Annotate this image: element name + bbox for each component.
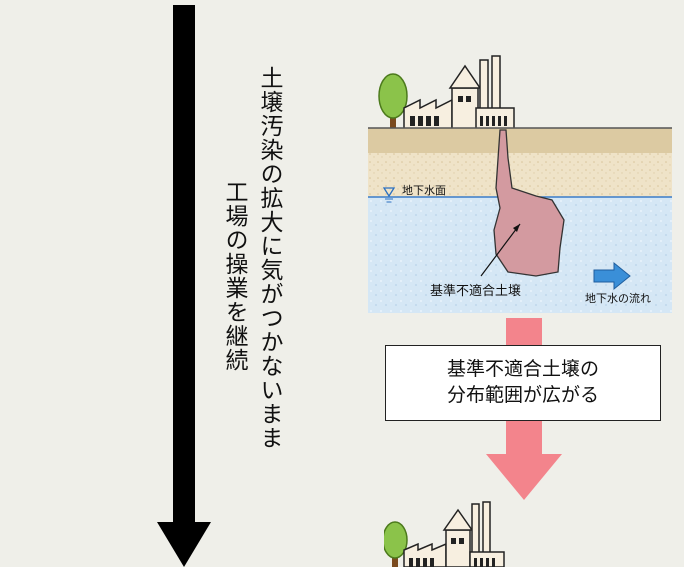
contamination-label: 基準不適合土壌 bbox=[430, 284, 522, 299]
flow-label: 地下水の流れ bbox=[585, 292, 651, 305]
tree-icon bbox=[384, 521, 408, 567]
timeline-text-1: 土壌汚染の拡大に気がつかないまま bbox=[256, 66, 282, 450]
water-table-icon bbox=[382, 187, 396, 203]
tree-icon bbox=[378, 73, 408, 130]
contamination-plume bbox=[493, 129, 565, 277]
callout-line-1: 基準不適合土壌の bbox=[446, 358, 599, 381]
cross-section-diagram bbox=[368, 55, 672, 313]
factory-icon bbox=[403, 55, 515, 131]
flow-arrow-icon bbox=[593, 261, 631, 291]
timeline-text-2: 工場の操業を継続 bbox=[221, 180, 247, 372]
factory-bottom bbox=[384, 501, 505, 567]
spread-callout: 基準不適合土壌の 分布範囲が広がる bbox=[385, 345, 661, 421]
timeline-arrow bbox=[157, 5, 211, 567]
factory-icon bbox=[403, 501, 505, 567]
water-table-label: 地下水面 bbox=[402, 184, 446, 197]
callout-line-2: 分布範囲が広がる bbox=[446, 384, 599, 406]
